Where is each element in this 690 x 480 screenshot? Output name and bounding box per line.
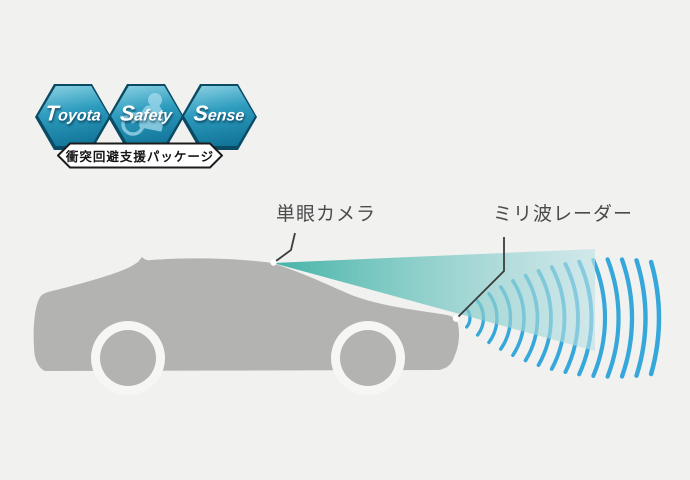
camera-sensor-marker (270, 259, 277, 266)
rear-wheel (100, 330, 156, 386)
radar-arc (648, 259, 662, 377)
camera-leader-line (275, 232, 296, 262)
front-wheel (340, 330, 396, 386)
radar-leader-line (457, 237, 505, 318)
driver-silhouette-icon (121, 93, 164, 136)
radar-arc (619, 257, 635, 379)
radar-label: ミリ波レーダー (493, 204, 634, 225)
radar-sensor-marker (452, 315, 460, 322)
radar-arc (605, 257, 621, 379)
camera-label: 単眼カメラ (276, 204, 377, 225)
camera-detection-beam (273, 249, 595, 351)
logo-package-banner: 衝突回避支援パッケージ (57, 142, 223, 169)
radar-arc (634, 258, 648, 378)
logo-hexagon-sense: Sense (181, 84, 257, 150)
toyota-safety-sense-logo: Toyota Safety Sense 衝突回避支援パッケージ (0, 0, 270, 180)
car-silhouette (33, 257, 460, 395)
banner-outline (57, 142, 223, 169)
banner-text: 衝突回避支援パッケージ (65, 149, 215, 164)
radar-arc (591, 258, 608, 378)
